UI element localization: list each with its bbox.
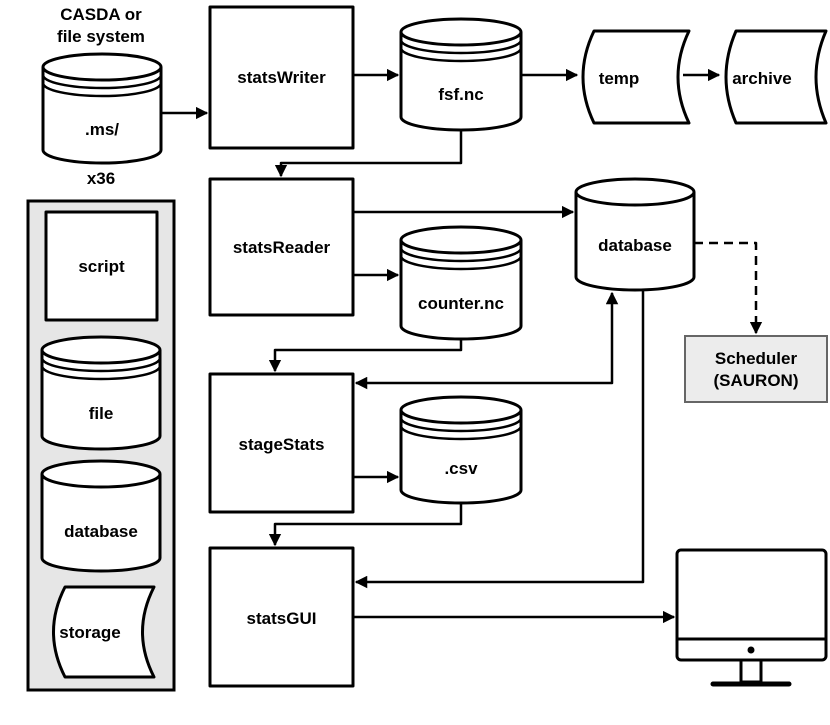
node-stats-writer: statsWriter bbox=[208, 5, 355, 150]
fsf-label: fsf.nc bbox=[438, 85, 483, 104]
source-label-line2: file system bbox=[57, 27, 145, 46]
edge-fsf-reader bbox=[274, 130, 463, 178]
edge-counter-stagestats bbox=[268, 339, 463, 373]
csv-label: .csv bbox=[444, 459, 478, 478]
legend-database: database bbox=[40, 459, 162, 573]
edge-database-gui bbox=[354, 290, 645, 589]
node-database: database bbox=[574, 177, 696, 292]
stage-stats-label: stageStats bbox=[239, 435, 325, 454]
legend-script-label: script bbox=[78, 257, 125, 276]
legend-file: file bbox=[40, 335, 162, 451]
edge-csv-gui bbox=[268, 503, 463, 547]
stats-writer-label: statsWriter bbox=[237, 68, 326, 87]
node-temp: temp bbox=[581, 29, 691, 125]
stats-reader-label: statsReader bbox=[233, 238, 331, 257]
scheduler-label-line2: (SAURON) bbox=[714, 371, 799, 390]
stats-gui-label: statsGUI bbox=[247, 609, 317, 628]
monitor-icon bbox=[675, 548, 828, 687]
source-count: x36 bbox=[87, 169, 115, 188]
edge-stagestats-database bbox=[354, 291, 619, 390]
legend-script: script bbox=[44, 210, 159, 322]
node-archive: archive bbox=[724, 29, 828, 125]
edge-database-scheduler bbox=[694, 241, 763, 335]
legend-file-label: file bbox=[89, 404, 114, 423]
legend-panel: script file database storage bbox=[26, 199, 176, 692]
node-source: CASDA or file system .ms/ x36 bbox=[41, 5, 163, 188]
legend-database-label: database bbox=[64, 522, 138, 541]
legend-storage: storage bbox=[52, 585, 156, 679]
counter-label: counter.nc bbox=[418, 294, 504, 313]
node-scheduler: Scheduler (SAURON) bbox=[684, 335, 828, 403]
legend-storage-label: storage bbox=[59, 623, 120, 642]
scheduler-label-line1: Scheduler bbox=[715, 349, 798, 368]
source-label-line1: CASDA or bbox=[60, 5, 142, 24]
node-counter: counter.nc bbox=[399, 225, 523, 341]
node-csv: .csv bbox=[399, 395, 523, 505]
edges bbox=[161, 68, 763, 624]
scheduler-box bbox=[684, 335, 828, 403]
node-stats-reader: statsReader bbox=[208, 177, 355, 317]
node-fsf: fsf.nc bbox=[399, 17, 523, 132]
node-stage-stats: stageStats bbox=[208, 372, 355, 514]
source-inner-label: .ms/ bbox=[85, 120, 119, 139]
temp-label: temp bbox=[599, 69, 640, 88]
database-label: database bbox=[598, 236, 672, 255]
node-stats-gui: statsGUI bbox=[208, 546, 355, 688]
archive-label: archive bbox=[732, 69, 792, 88]
